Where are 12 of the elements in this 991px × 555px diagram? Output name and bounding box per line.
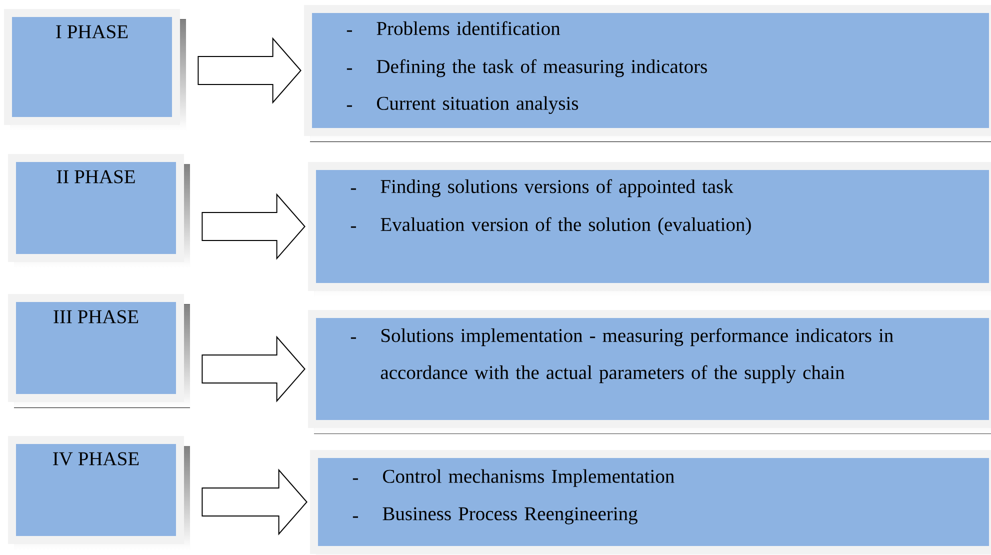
task-list-box: - Control mechanisms Implementation - Business Process Reengineering [310, 450, 991, 555]
task-list-box: - Solutions implementation - measuring performance indicators in accordance with the actual parameters of the supply chain [308, 310, 991, 434]
task-list-box: - Problems identification - Defining the task of measuring indicators - Current situation analysis [304, 5, 991, 142]
phase-box: I PHASE [4, 9, 186, 131]
phase-box: II PHASE [8, 154, 190, 268]
phase-box: III PHASE [8, 294, 190, 408]
block-arrow [198, 37, 302, 104]
block-arrow [202, 193, 306, 260]
task-list-box: - Finding solutions versions of appointed task - Evaluation version of the solution (evaluation) [308, 162, 991, 297]
block-arrow [202, 468, 308, 536]
block-arrow [202, 336, 306, 402]
phase-box: IV PHASE [8, 436, 190, 550]
